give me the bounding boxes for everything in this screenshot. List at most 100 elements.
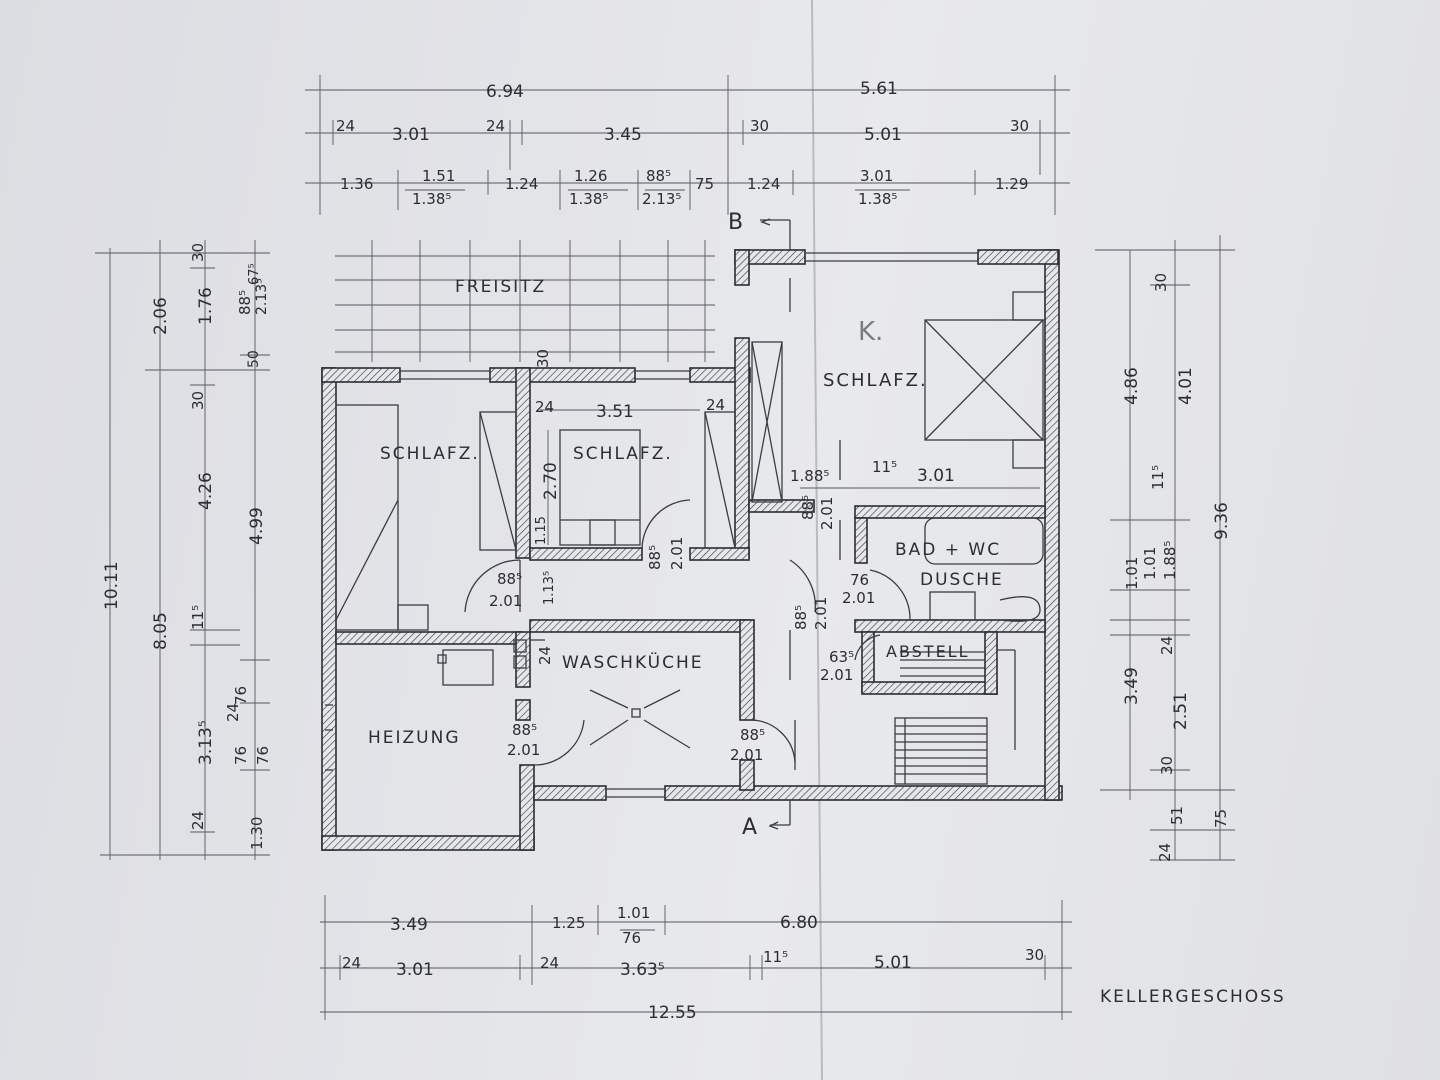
dim-bottom: 1.25 bbox=[552, 914, 585, 932]
dim-right: 4.01 bbox=[1176, 367, 1196, 405]
dim-top: 1.24 bbox=[747, 175, 780, 193]
dim-bottom: 24 bbox=[342, 954, 361, 972]
dim-left: 2.06 bbox=[151, 297, 171, 335]
dim-right: 3.49 bbox=[1122, 667, 1142, 705]
dim-inner: 24 bbox=[536, 646, 554, 665]
dimension-lines bbox=[95, 75, 1235, 1020]
dim-top: 1.38⁵ bbox=[412, 190, 451, 208]
walls bbox=[321, 249, 1063, 851]
heizung-label: HEIZUNG bbox=[368, 728, 461, 748]
dim-left: 67⁵ bbox=[247, 263, 262, 285]
dim-right: 51 bbox=[1168, 806, 1186, 825]
left-dimensions: 10.11 2.06 8.05 30 1.76 30 4.26 11⁵ 3.13… bbox=[102, 243, 272, 850]
paper-fold bbox=[811, 0, 823, 1080]
dim-right: 30 bbox=[1152, 273, 1170, 292]
dim-inner: 2.01 bbox=[489, 592, 522, 610]
dim-top: 5.01 bbox=[864, 125, 902, 145]
dim-bottom: 30 bbox=[1025, 946, 1044, 964]
dim-bottom: 76 bbox=[622, 929, 641, 947]
dim-top: 3.01 bbox=[860, 167, 893, 185]
dim-bottom: 3.01 bbox=[396, 960, 434, 980]
dim-inner: 88⁵ bbox=[646, 545, 664, 570]
windows bbox=[325, 252, 978, 798]
wardrobes bbox=[335, 341, 783, 631]
schlafz-left-label: SCHLAFZ. bbox=[380, 444, 480, 464]
dim-top: 24 bbox=[486, 117, 505, 135]
dim-left: 8.05 bbox=[151, 612, 171, 650]
dim-inner: 2.01 bbox=[812, 597, 830, 630]
dim-top: 30 bbox=[1010, 117, 1029, 135]
dim-right: 2.51 bbox=[1171, 692, 1191, 730]
dim-right: 4.86 bbox=[1122, 367, 1142, 405]
dim-left: 1.76 bbox=[196, 287, 216, 325]
dim-inner: 88⁵ bbox=[799, 495, 817, 520]
dusche-label: DUSCHE bbox=[920, 570, 1004, 590]
dim-inner: 2.01 bbox=[668, 537, 686, 570]
beds bbox=[559, 291, 1046, 546]
dim-inner: 3.51 bbox=[596, 402, 634, 422]
dim-top: 2.13⁵ bbox=[642, 190, 681, 208]
dim-inner: 2.01 bbox=[730, 746, 763, 764]
dim-left: 4.26 bbox=[196, 472, 216, 510]
dim-inner: 88⁵ bbox=[792, 605, 810, 630]
dim-left: 24 bbox=[224, 703, 242, 722]
dim-inner: 2.01 bbox=[507, 741, 540, 759]
waschkueche-label: WASCHKÜCHE bbox=[562, 651, 703, 673]
schlafz-mid-label: SCHLAFZ. bbox=[573, 444, 673, 464]
dim-right: 30 bbox=[1158, 756, 1176, 775]
dim-bottom: 3.49 bbox=[390, 915, 428, 935]
dim-bottom: 5.01 bbox=[874, 953, 912, 973]
dim-top: 30 bbox=[750, 117, 769, 135]
dim-left: 4.99 bbox=[247, 507, 267, 545]
schlafz-right-label: SCHLAFZ. bbox=[823, 370, 928, 391]
dim-top: 5.61 bbox=[860, 79, 898, 99]
dim-top: 1.38⁵ bbox=[569, 190, 608, 208]
inner-dimensions: 3.51 2.70 24 24 30 88⁵ 2.01 88⁵ 2.01 1.1… bbox=[489, 349, 955, 764]
dim-left: 76 bbox=[254, 746, 272, 765]
freisitz-paving bbox=[335, 240, 715, 362]
dim-top: 1.24 bbox=[505, 175, 538, 193]
bottom-dimensions: 3.49 1.25 1.01 76 6.80 24 3.01 24 3.63⁵ … bbox=[342, 904, 1044, 1023]
dim-top: 3.01 bbox=[392, 125, 430, 145]
dim-inner: 2.70 bbox=[541, 462, 561, 500]
right-dimensions: 9.36 4.86 1.01 3.49 30 51 24 30 4.01 11⁵… bbox=[1122, 273, 1232, 862]
dim-bottom: 24 bbox=[540, 954, 559, 972]
dim-left: 76 bbox=[232, 746, 250, 765]
dim-inner: 1.13⁵ bbox=[542, 571, 557, 605]
dim-left: 2.13⁵ bbox=[254, 278, 270, 315]
floor-drain bbox=[589, 689, 691, 749]
dim-inner: 11⁵ bbox=[872, 458, 897, 476]
boiler bbox=[437, 639, 527, 686]
dim-top: 6.94 bbox=[486, 82, 524, 102]
dim-top: 3.45 bbox=[604, 125, 642, 145]
dim-top: 1.26 bbox=[574, 167, 607, 185]
plan-title: KELLERGESCHOSS bbox=[1100, 987, 1286, 1007]
dim-inner: 63⁵ bbox=[829, 648, 854, 666]
top-dimensions: 6.94 5.61 24 3.01 24 3.45 30 5.01 30 1.3… bbox=[336, 79, 1029, 208]
dim-inner: 2.01 bbox=[818, 497, 836, 530]
dim-left: 30 bbox=[189, 391, 207, 410]
dim-inner: 30 bbox=[534, 349, 552, 368]
stairs bbox=[894, 649, 1016, 785]
dim-inner: 2.01 bbox=[820, 666, 853, 684]
room-labels: FREISITZ SCHLAFZ. SCHLAFZ. SCHLAFZ. BAD … bbox=[368, 210, 1286, 1007]
section-mark-a: A bbox=[742, 815, 759, 840]
dim-inner: 24 bbox=[706, 396, 725, 414]
dim-bottom: 6.80 bbox=[780, 913, 818, 933]
dim-right: 9.36 bbox=[1212, 502, 1232, 540]
dim-left: 24 bbox=[189, 811, 207, 830]
dim-left: 3.13⁵ bbox=[196, 720, 216, 765]
freisitz-label: FREISITZ bbox=[455, 277, 546, 297]
dim-inner: 88⁵ bbox=[512, 721, 537, 739]
bad-wc-label: BAD + WC bbox=[895, 540, 1001, 560]
dim-top: 1.36 bbox=[340, 175, 373, 193]
dim-left: 10.11 bbox=[102, 561, 122, 610]
dim-inner: 3.01 bbox=[917, 466, 955, 486]
dim-top: 24 bbox=[336, 117, 355, 135]
dim-bottom: 3.63⁵ bbox=[620, 960, 665, 980]
dim-bottom: 1.01 bbox=[617, 904, 650, 922]
dim-right: 11⁵ bbox=[1149, 465, 1167, 490]
dim-right: 1.01 bbox=[1141, 547, 1159, 580]
